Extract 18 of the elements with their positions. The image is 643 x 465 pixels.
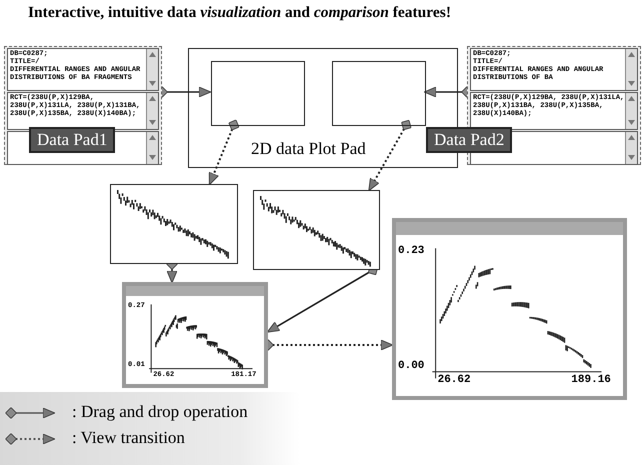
drop-target-box xyxy=(332,61,426,126)
title: Interactive, intuitive data visualization and comparison features! xyxy=(28,4,451,22)
axis-value: 0.23 xyxy=(398,246,424,257)
legend-text: : View transition xyxy=(72,428,185,448)
picture xyxy=(110,184,238,264)
pad-label: Data Pad1 xyxy=(29,127,116,153)
picture xyxy=(253,190,380,270)
graph-window xyxy=(392,218,627,400)
legend-text: : Drag and drop operation xyxy=(72,402,248,422)
axis-value: 189.16 xyxy=(571,374,611,386)
drop-target-box xyxy=(211,61,305,126)
arrow xyxy=(368,120,412,192)
arrow xyxy=(208,120,240,186)
axis-value: 0.00 xyxy=(398,360,424,372)
pad-label: Data Pad2 xyxy=(426,127,512,153)
graph-window xyxy=(122,282,268,388)
data-pad-window xyxy=(4,46,162,165)
axis-value: 26.62 xyxy=(438,374,471,386)
